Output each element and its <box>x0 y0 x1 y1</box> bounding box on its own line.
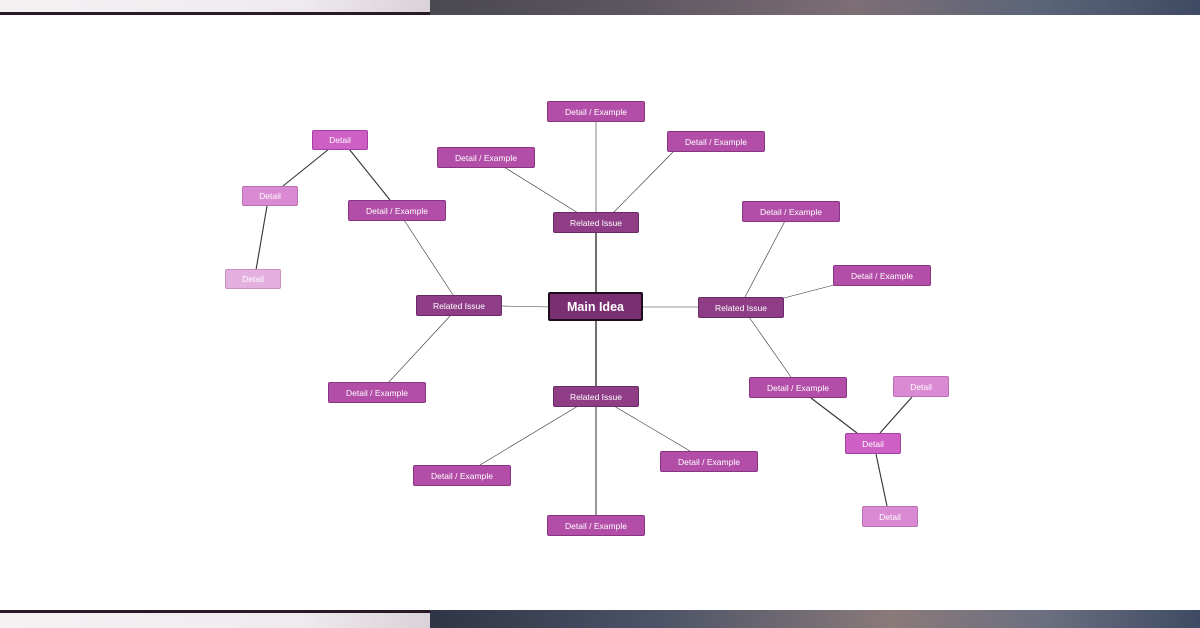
bottom-strip-rule <box>0 610 430 613</box>
connector-right-issue-to-middle <box>783 284 835 299</box>
right-branch-detail-child-top-node[interactable]: Detail <box>893 376 949 397</box>
connector-left-issue-to-lower <box>387 315 451 384</box>
left-branch-upper-detail-node[interactable]: Detail / Example <box>348 200 446 221</box>
top-strip-rule <box>0 12 430 15</box>
right-branch-lower-detail-node[interactable]: Detail / Example <box>749 377 847 398</box>
left-branch-detail-node[interactable]: Detail <box>312 130 368 150</box>
connector-right-detail-to-top <box>879 396 913 434</box>
connector-bottom-issue-to-left <box>479 405 579 466</box>
top-branch-right-detail-node[interactable]: Detail / Example <box>667 131 765 152</box>
left-branch-detail-child-node[interactable]: Detail <box>242 186 298 206</box>
bottom-strip-photo-area <box>430 610 1200 628</box>
right-branch-top-detail-node[interactable]: Detail / Example <box>742 201 840 222</box>
connector-left-issue-to-upper <box>403 219 454 296</box>
top-strip-light-area <box>0 0 430 15</box>
left-branch-detail-grandchild-node[interactable]: Detail <box>225 269 281 289</box>
connector-left-upper-to-detail <box>348 148 391 201</box>
bottom-branch-left-detail-node[interactable]: Detail / Example <box>413 465 511 486</box>
connector-right-issue-to-top <box>744 220 786 298</box>
top-related-issue-node[interactable]: Related Issue <box>553 212 639 233</box>
mind-map-canvas: Main Idea Related Issue Detail / Example… <box>0 15 1200 610</box>
right-branch-detail-child-bottom-node[interactable]: Detail <box>862 506 918 527</box>
bottom-branch-bottom-detail-node[interactable]: Detail / Example <box>547 515 645 536</box>
top-branch-top-detail-node[interactable]: Detail / Example <box>547 101 645 122</box>
connector-right-detail-to-bottom <box>875 453 888 507</box>
connector-left-detail-to-child <box>282 148 330 187</box>
bottom-branch-right-detail-node[interactable]: Detail / Example <box>660 451 758 472</box>
main-idea-node[interactable]: Main Idea <box>548 292 643 321</box>
left-branch-lower-detail-node[interactable]: Detail / Example <box>328 382 426 403</box>
connector-main-left-issue <box>501 305 550 308</box>
right-branch-detail-node[interactable]: Detail <box>845 433 901 454</box>
connector-right-lower-to-detail <box>810 397 858 434</box>
top-branch-left-detail-node[interactable]: Detail / Example <box>437 147 535 168</box>
right-branch-middle-detail-node[interactable]: Detail / Example <box>833 265 931 286</box>
connector-top-issue-to-right <box>612 150 675 214</box>
right-related-issue-node[interactable]: Related Issue <box>698 297 784 318</box>
connector-right-issue-to-lower <box>748 316 792 378</box>
connector-left-child-to-grandchild <box>255 205 268 271</box>
mind-map-connectors <box>255 121 913 515</box>
top-background-strip <box>0 0 1200 15</box>
bottom-related-issue-node[interactable]: Related Issue <box>553 386 639 407</box>
connector-bottom-issue-to-right <box>613 405 691 452</box>
top-strip-photo-area <box>430 0 1200 15</box>
left-related-issue-node[interactable]: Related Issue <box>416 295 502 316</box>
bottom-background-strip <box>0 610 1200 628</box>
connector-top-issue-to-left <box>503 166 579 214</box>
bottom-strip-light-area <box>0 610 430 628</box>
